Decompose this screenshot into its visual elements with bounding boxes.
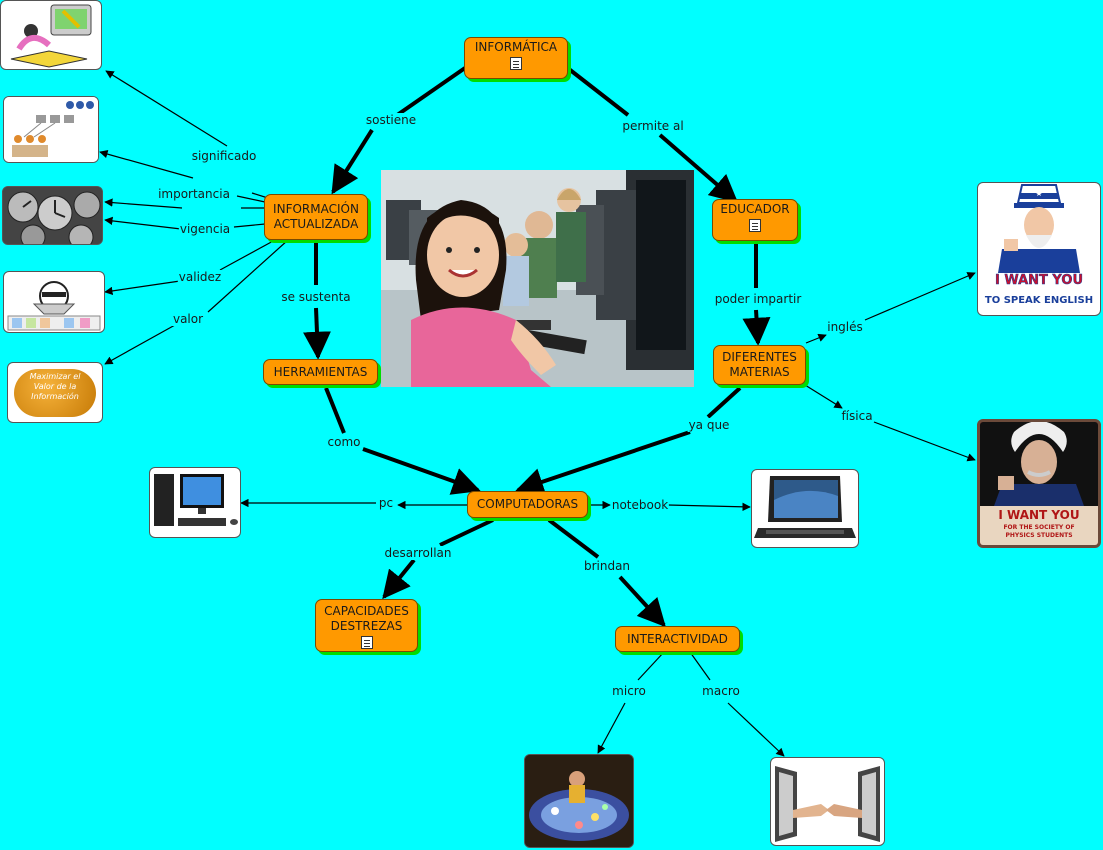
edge-informatica-informacion	[388, 66, 467, 122]
node-herramientas[interactable]: HERRAMIENTAS	[263, 359, 378, 385]
link-label-desarrollan: desarrollan	[383, 546, 453, 560]
children-computer-lab-photo	[381, 170, 694, 387]
image-person-reading-computer[interactable]	[0, 0, 102, 70]
poster-english-subline: TO SPEAK ENGLISH	[984, 295, 1094, 306]
edge-impartir-materias	[742, 309, 771, 346]
edge-yaque-computadoras	[515, 430, 691, 496]
node-informacion-actualizada[interactable]: INFORMACIÓN ACTUALIZADA	[264, 194, 368, 240]
edge-como-computadoras	[362, 447, 481, 495]
link-label-significado: significado	[190, 149, 258, 163]
link-label-permite: permite al	[621, 119, 685, 133]
edge-computadoras-brindan	[547, 518, 600, 559]
node-label: INFORMÁTICA	[474, 40, 558, 54]
edge-sostiene-informacion	[331, 128, 374, 195]
node-label: DIFERENTES MATERIAS	[722, 350, 797, 379]
edge-brindan-interactividad	[618, 575, 666, 628]
edge-herramientas-como	[324, 387, 346, 434]
node-computadoras[interactable]: COMPUTADORAS	[467, 491, 588, 518]
link-label-ingles: inglés	[826, 320, 864, 334]
node-educador[interactable]: EDUCADOR	[712, 199, 798, 241]
link-label-valor: valor	[171, 312, 205, 326]
image-uncle-sam-english[interactable]: I WANT YOU TO SPEAK ENGLISH	[977, 182, 1101, 316]
image-cartoon-documents[interactable]	[3, 271, 105, 333]
edge-informatica-permite	[563, 64, 630, 117]
link-label-como: como	[326, 435, 362, 449]
edge-desarrollan-capacidades	[382, 558, 416, 600]
image-interactive-floor[interactable]	[524, 754, 634, 848]
image-clocks[interactable]	[2, 186, 103, 245]
image-network-people[interactable]	[3, 96, 99, 163]
link-label-ya-que: ya que	[687, 418, 731, 432]
node-label: EDUCADOR	[720, 202, 790, 216]
poster-english-headline: I WANT YOU	[994, 273, 1084, 289]
poster-physics-headline: I WANT YOU	[998, 508, 1080, 522]
maximizar-text: Maximizar el Valor de la Información	[29, 372, 81, 401]
link-label-sostiene: sostiene	[364, 113, 418, 127]
link-label-micro: micro	[611, 684, 647, 698]
document-icon[interactable]	[360, 636, 373, 649]
edge-permite-educador	[658, 133, 739, 203]
image-handshake-monitors[interactable]	[770, 757, 885, 846]
image-desktop-pc[interactable]	[149, 467, 241, 538]
link-label-vigencia: vigencia	[178, 222, 232, 236]
document-icon[interactable]	[749, 219, 761, 232]
node-capacidades-destrezas[interactable]: CAPACIDADES DESTREZAS	[315, 599, 418, 652]
node-label: INTERACTIVIDAD	[627, 632, 728, 646]
node-label: HERRAMIENTAS	[273, 365, 368, 379]
link-label-importancia: importancia	[157, 187, 231, 201]
link-label-poder-impartir: poder impartir	[713, 292, 803, 306]
node-label: CAPACIDADES DESTREZAS	[324, 604, 409, 633]
node-interactividad[interactable]: INTERACTIVIDAD	[615, 626, 740, 652]
edge-sustenta-herramientas	[302, 307, 331, 360]
link-label-brindan: brindan	[582, 559, 632, 573]
document-icon[interactable]	[510, 57, 522, 70]
edge-materias-yaque	[706, 386, 742, 419]
image-maximizar-valor[interactable]: Maximizar el Valor de la Información	[7, 362, 103, 423]
edge-computadoras-desarrollan	[439, 518, 494, 547]
link-label-macro: macro	[701, 684, 741, 698]
poster-physics-subline: FOR THE SOCIETY OF PHYSICS STUDENTS	[1003, 524, 1075, 539]
link-label-validez: validez	[177, 270, 223, 284]
image-einstein-physics[interactable]: I WANT YOU FOR THE SOCIETY OF PHYSICS ST…	[977, 419, 1101, 548]
node-diferentes-materias[interactable]: DIFERENTES MATERIAS	[713, 345, 806, 385]
link-label-fisica: física	[840, 409, 874, 423]
node-label: COMPUTADORAS	[476, 497, 579, 511]
node-informatica[interactable]: INFORMÁTICA	[464, 37, 568, 79]
link-label-se-sustenta: se sustenta	[280, 290, 352, 304]
link-label-pc: pc	[377, 496, 395, 510]
image-laptop[interactable]	[751, 469, 859, 548]
link-label-notebook: notebook	[610, 498, 670, 512]
node-label: INFORMACIÓN ACTUALIZADA	[273, 202, 359, 231]
